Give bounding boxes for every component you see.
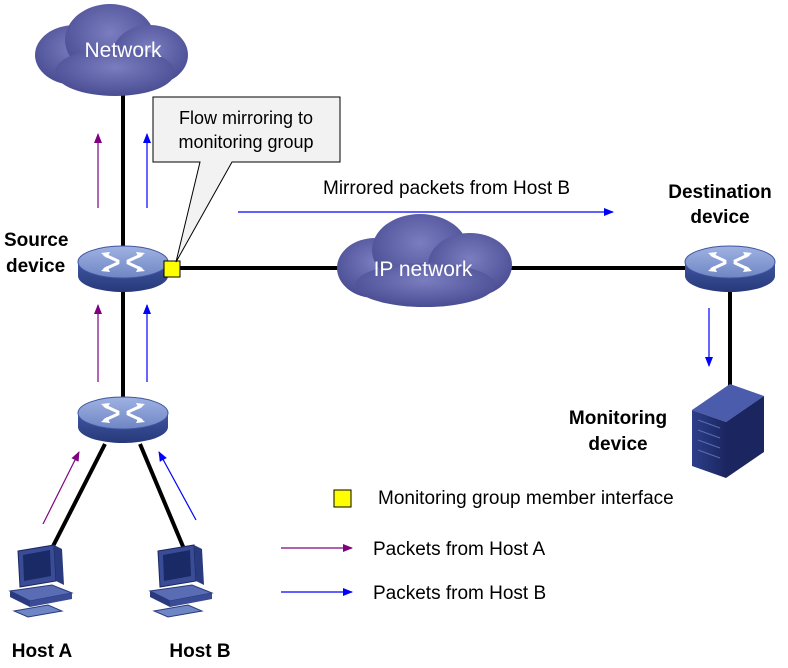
host-b-pc-icon bbox=[149, 544, 213, 618]
link-switch-host-b bbox=[138, 443, 189, 557]
legend-member-interface-swatch bbox=[333, 489, 352, 508]
member-interface-marker bbox=[163, 260, 181, 278]
callout-line-1: Flow mirroring to bbox=[179, 108, 313, 128]
arrow-host-b-lower bbox=[158, 451, 197, 521]
callout-line-2: monitoring group bbox=[178, 132, 313, 152]
monitoring-device-label-2: device bbox=[588, 434, 647, 455]
source-device-label-2: device bbox=[6, 256, 65, 277]
monitoring-server-icon bbox=[692, 384, 764, 478]
legend-member-interface-label: Monitoring group member interface bbox=[378, 488, 674, 509]
flow-mirroring-callout: Flow mirroring to monitoring group bbox=[152, 96, 341, 263]
network-label: Network bbox=[84, 39, 162, 62]
arrow-host-a-lower bbox=[42, 451, 80, 525]
ip-network-label: IP network bbox=[374, 258, 473, 281]
mirrored-packets-label: Mirrored packets from Host B bbox=[323, 178, 570, 199]
connections bbox=[46, 90, 732, 557]
destination-device-icon bbox=[683, 244, 777, 294]
legend-host-b-label: Packets from Host B bbox=[373, 583, 546, 604]
link-switch-host-a bbox=[46, 443, 107, 557]
source-device-icon bbox=[76, 244, 170, 294]
flow-arrows bbox=[42, 133, 713, 525]
network-cloud: Network bbox=[35, 4, 188, 96]
source-device-label-1: Source bbox=[4, 230, 68, 251]
legend: Monitoring group member interface Packet… bbox=[281, 488, 674, 604]
destination-device-label-2: device bbox=[690, 207, 749, 228]
host-a-label: Host A bbox=[12, 641, 73, 662]
host-a-pc-icon bbox=[9, 544, 73, 618]
legend-host-a-label: Packets from Host A bbox=[373, 539, 545, 560]
destination-device-label-1: Destination bbox=[668, 182, 771, 203]
access-switch-icon bbox=[76, 395, 170, 445]
ip-network-cloud: IP network bbox=[337, 214, 512, 307]
host-b-label: Host B bbox=[169, 641, 230, 662]
monitoring-device-label-1: Monitoring bbox=[569, 408, 667, 429]
